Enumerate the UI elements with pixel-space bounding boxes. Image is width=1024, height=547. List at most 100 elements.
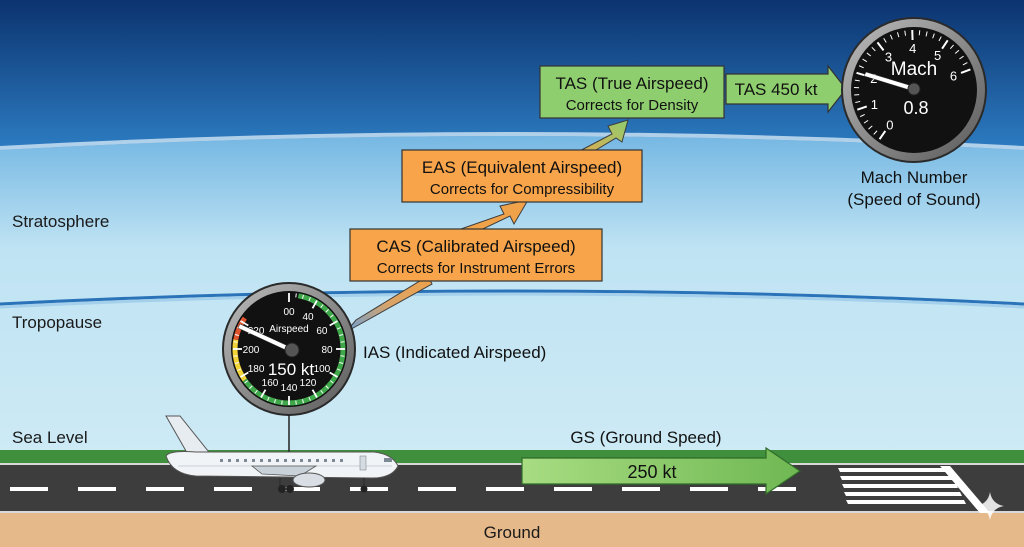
mach-tick	[959, 55, 964, 60]
mach-tick-label: 3	[885, 50, 892, 65]
ground-strip	[0, 513, 1024, 547]
airspeed-tick	[339, 361, 344, 364]
mach-tick	[962, 62, 968, 66]
mach-tick-label: 4	[909, 41, 916, 56]
mach-tick	[858, 65, 864, 69]
mach-needle-hub	[907, 82, 921, 96]
airspeed-tick	[233, 341, 238, 343]
airspeed-tick	[329, 371, 338, 378]
airspeed-tick-label: 160	[262, 378, 279, 389]
airspeed-tick	[329, 320, 338, 327]
airspeed-tick	[260, 389, 267, 398]
ground-speed-value: 250 kt	[627, 462, 676, 482]
airspeed-tick	[308, 297, 311, 302]
airspeed-tick	[320, 304, 324, 309]
mach-tick	[856, 105, 868, 111]
eas-subtitle: Corrects for Compressibility	[430, 181, 615, 198]
airspeed-tick	[308, 396, 311, 401]
eas-box: EAS (Equivalent Airspeed) Corrects for C…	[401, 149, 643, 203]
stratosphere-band	[0, 0, 1024, 150]
airspeed-tick-label: 00	[283, 307, 295, 318]
airspeed-tick	[281, 400, 283, 405]
airspeed-tick-label: 40	[302, 312, 314, 323]
airspeed-tick	[329, 380, 334, 384]
eas-title: EAS (Equivalent Airspeed)	[422, 158, 622, 177]
airspeed-tick	[325, 309, 329, 313]
airspeed-tick-label: 200	[243, 345, 260, 356]
mach-tick-label: 5	[934, 48, 941, 63]
mach-tick-label: 0	[886, 117, 893, 132]
airspeed-tick	[267, 396, 270, 401]
mach-tick	[883, 37, 887, 43]
grass-strip	[0, 450, 1024, 464]
tropopause-line	[0, 289, 1024, 306]
mach-tick	[860, 113, 865, 118]
runway-centerline	[10, 487, 796, 491]
mach-tick	[925, 31, 928, 37]
mach-tick	[855, 100, 861, 103]
airspeed-needle-hub	[284, 342, 300, 358]
cas-title: CAS (Calibrated Airspeed)	[376, 237, 575, 256]
airspeed-tick	[295, 400, 297, 405]
tas-value-arrow: TAS 450 kt	[725, 64, 847, 114]
airspeed-tick	[234, 334, 239, 337]
mach-tick	[862, 58, 868, 63]
tas-title: TAS (True Airspeed)	[555, 74, 708, 93]
airspeed-tick	[244, 380, 249, 384]
mach-caption-line2: (Speed of Sound)	[847, 190, 980, 209]
mach-face-label: Mach	[891, 59, 937, 80]
airspeed-face-label: Airspeed	[269, 324, 308, 335]
mach-tick	[896, 32, 900, 38]
airplane-windows	[220, 458, 392, 462]
airspeed-tick	[320, 389, 324, 394]
tas-box: TAS (True Airspeed) Corrects for Density	[539, 65, 725, 119]
mach-tick	[871, 46, 876, 52]
airspeed-tick	[311, 300, 318, 309]
ias-caption: IAS (Indicated Airspeed)	[363, 343, 546, 362]
airspeed-tick	[301, 294, 304, 299]
airspeed-tick-label: 120	[300, 378, 317, 389]
airspeed-tick	[329, 314, 334, 318]
airspeed-tick-label: 180	[248, 364, 265, 375]
airspeed-tick	[295, 293, 297, 298]
mach-tick	[878, 130, 887, 140]
airspeed-tick-label: 100	[314, 364, 331, 375]
mach-tick-label: 1	[871, 97, 878, 112]
mach-tick	[904, 30, 907, 36]
mach-tick	[932, 33, 935, 39]
ground-speed-label: GS (Ground Speed)	[570, 428, 721, 447]
airspeed-tick	[254, 389, 258, 394]
tas-subtitle: Corrects for Density	[566, 97, 699, 114]
airspeed-tick	[240, 320, 249, 327]
airspeed-tick	[301, 399, 304, 404]
mach-reading: 0.8	[903, 98, 928, 118]
airspeed-tick	[340, 355, 345, 357]
mach-tick	[876, 41, 885, 51]
mach-tick	[941, 39, 949, 50]
cas-box: CAS (Calibrated Airspeed) Corrects for I…	[349, 228, 603, 282]
airspeed-yellow-arc	[232, 339, 247, 382]
airspeed-tick	[274, 399, 277, 404]
mach-tick	[863, 119, 869, 124]
airspeed-tick-label: 140	[281, 383, 298, 394]
airspeed-indicator: 00406080100120140160180200220 Airspeed 1…	[222, 282, 356, 416]
ground-speed-arrow: 250 kt	[521, 446, 802, 496]
airplane-main-gear	[278, 485, 286, 493]
tropopause-label: Tropopause	[12, 313, 102, 332]
airspeed-tick	[311, 389, 318, 398]
mach-tick	[873, 130, 878, 135]
airspeed-tick	[340, 341, 345, 343]
mach-tick-label: 6	[950, 69, 957, 84]
airspeed-tick	[336, 327, 341, 330]
sparkle-icon	[976, 492, 1004, 520]
airspeed-tick	[237, 368, 242, 371]
airspeed-tick	[233, 355, 238, 357]
mach-meter: 0123456 Mach 0.8	[841, 17, 987, 163]
stratosphere-label: Stratosphere	[12, 212, 109, 231]
mach-tick	[854, 79, 860, 82]
airspeed-tick	[240, 371, 249, 378]
airspeed-tick	[325, 385, 329, 389]
airspeed-tick	[339, 334, 344, 337]
airspeed-tick-label: 80	[321, 345, 333, 356]
